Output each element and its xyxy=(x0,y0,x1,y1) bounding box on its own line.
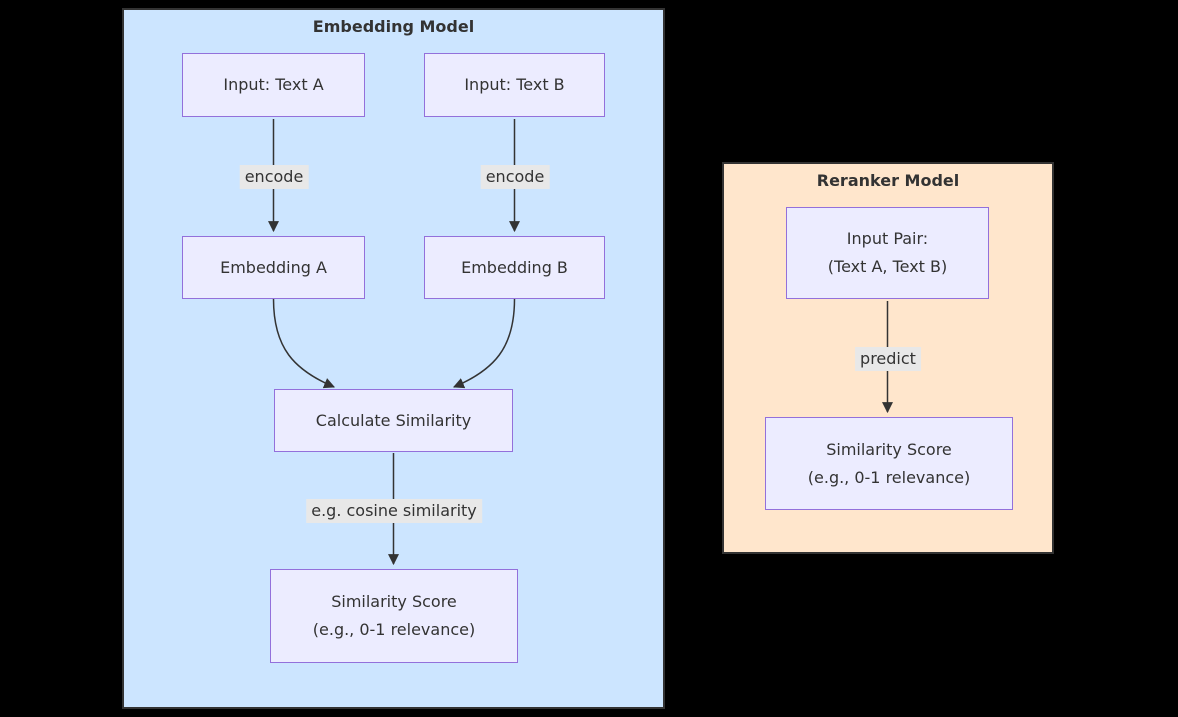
node-input-text-b: Input: Text B xyxy=(424,53,605,117)
node-input-text-a: Input: Text A xyxy=(182,53,365,117)
edge-label-encode-a: encode xyxy=(239,165,309,189)
reranker-model-title: Reranker Model xyxy=(816,171,960,190)
node-reranker-similarity-score-line1: Similarity Score xyxy=(826,439,952,459)
node-input-pair-line1: Input Pair: xyxy=(846,229,929,248)
node-embedding-a: Embedding A xyxy=(182,236,365,299)
node-input-text-a-label: Input: Text A xyxy=(223,75,324,94)
node-embedding-similarity-score-line1: Similarity Score xyxy=(331,592,457,611)
embedding-model-title: Embedding Model xyxy=(312,17,475,36)
edge-label-predict: predict xyxy=(855,347,921,371)
node-reranker-similarity-score-line2: (e.g., 0-1 relevance) xyxy=(807,467,971,487)
node-embedding-b-label: Embedding B xyxy=(461,257,568,277)
node-input-text-b-label: Input: Text B xyxy=(464,75,565,94)
node-embedding-similarity-score-line2: (e.g., 0-1 relevance) xyxy=(312,620,476,639)
edge-label-encode-b: encode xyxy=(480,165,550,189)
node-embedding-a-label: Embedding A xyxy=(220,257,327,277)
edge-label-cosine-similarity: e.g. cosine similarity xyxy=(306,499,482,523)
node-embedding-b: Embedding B xyxy=(424,236,605,299)
node-calculate-similarity-label: Calculate Similarity xyxy=(315,410,472,430)
node-input-pair: Input Pair: (Text A, Text B) xyxy=(786,207,989,299)
node-input-pair-line2: (Text A, Text B) xyxy=(827,257,948,276)
node-embedding-similarity-score: Similarity Score (e.g., 0-1 relevance) xyxy=(270,569,518,663)
node-calculate-similarity: Calculate Similarity xyxy=(274,389,513,452)
node-reranker-similarity-score: Similarity Score (e.g., 0-1 relevance) xyxy=(765,417,1013,510)
